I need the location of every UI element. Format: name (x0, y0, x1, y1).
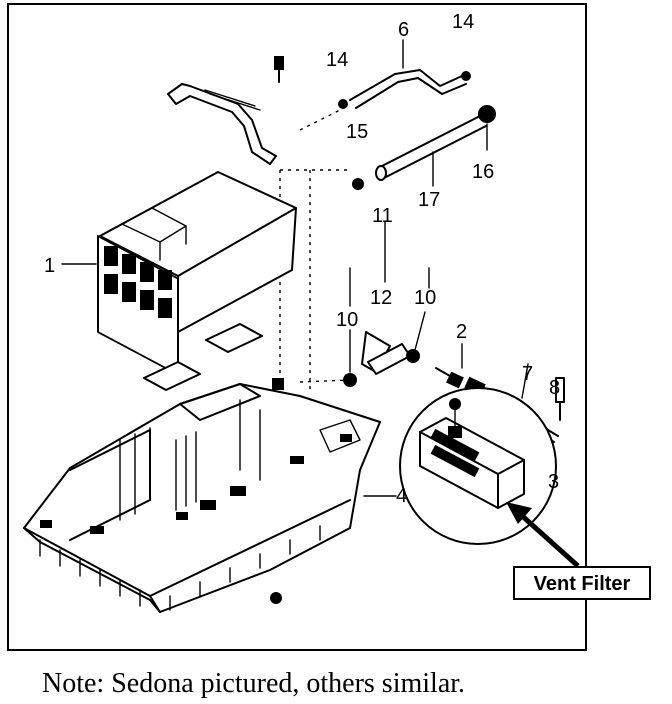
guide-line-4 (299, 109, 341, 131)
leader-7 (521, 363, 529, 399)
leader-10b-lower (414, 311, 426, 351)
part-1-canister (97, 171, 297, 376)
guide-line-5 (299, 379, 351, 383)
part-3-vent-filter (399, 387, 557, 545)
label-14b: 14 (452, 11, 474, 33)
bolt-top (274, 56, 284, 83)
part-8-clip (555, 377, 565, 421)
label-16: 16 (472, 161, 494, 183)
vent-filter-callout: Vent Filter (513, 566, 651, 600)
vent-filter-arrow (506, 502, 580, 568)
label-14a: 14 (326, 49, 348, 71)
part-16-cap (478, 105, 496, 123)
label-6: 6 (398, 19, 409, 41)
pad-2 (143, 361, 201, 391)
label-3: 3 (548, 471, 559, 493)
label-17: 17 (418, 189, 440, 211)
part-10-clamp-b (406, 349, 420, 363)
part-17-hose (375, 115, 487, 181)
label-2: 2 (456, 321, 467, 343)
part-4-tray (23, 378, 381, 613)
note-text: Note: Sedona pictured, others similar. (42, 668, 465, 699)
part-12-hose (361, 331, 411, 375)
label-1: 1 (44, 255, 55, 277)
label-11: 11 (372, 205, 393, 227)
label-8: 8 (549, 377, 560, 399)
pad-1 (205, 323, 263, 353)
label-12: 12 (370, 287, 392, 309)
diagram-frame (7, 3, 587, 651)
label-7: 7 (522, 363, 533, 385)
part-15-clip (352, 178, 364, 190)
part-6-hose (338, 69, 471, 109)
label-10a: 10 (336, 309, 358, 331)
bolt-bottom (270, 592, 282, 604)
part-10-clamp-a (343, 373, 357, 387)
mounting-bracket (167, 83, 277, 165)
label-10b: 10 (414, 287, 436, 309)
label-4: 4 (396, 485, 407, 507)
label-15: 15 (346, 121, 368, 143)
vent-filter-label: Vent Filter (534, 573, 631, 595)
